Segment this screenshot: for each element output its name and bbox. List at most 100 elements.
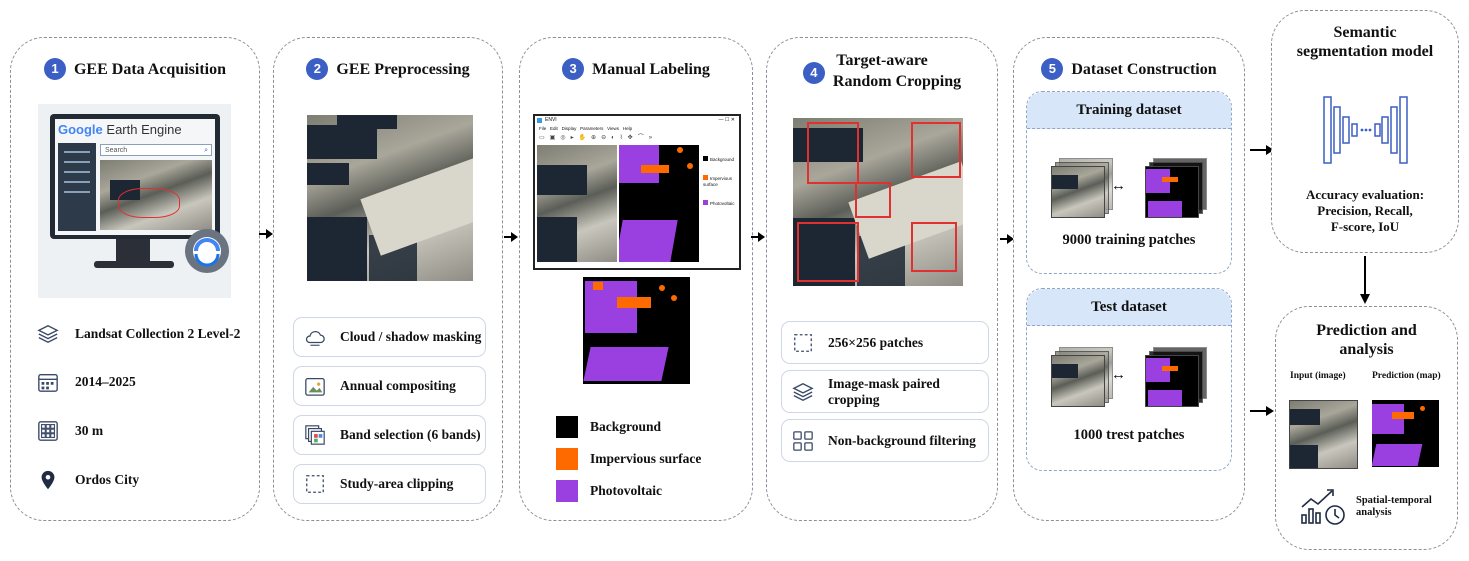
- training-dataset-header: Training dataset: [1027, 92, 1231, 129]
- crop-box: [807, 122, 859, 184]
- panel-title-line: Semantic: [1333, 24, 1397, 41]
- crop-box: [911, 222, 957, 272]
- step-number-badge: 1: [43, 58, 66, 80]
- dashed-square-icon: [794, 333, 812, 352]
- panel-title-line: Random Cropping: [832, 73, 962, 90]
- panel-dataset-construction: 5 Dataset Construction Training dataset ↔…: [1013, 37, 1245, 521]
- gee-logo: Google Earth Engine: [58, 122, 182, 137]
- spec-item-resolution: 30 m: [37, 420, 103, 442]
- panel-title: 3 Manual Labeling: [520, 58, 752, 80]
- prediction-map: [1372, 400, 1439, 467]
- panel-manual-labeling: 3 Manual Labeling ENVI— ☐ ✕ File Edit Dis…: [519, 37, 753, 521]
- crop-box: [911, 122, 961, 178]
- panel-title: Prediction and analysis: [1276, 321, 1457, 359]
- step-number-badge: 5: [1041, 58, 1064, 80]
- legend-swatch: [556, 480, 578, 502]
- test-caption: 1000 trest patches: [1073, 427, 1185, 443]
- panel-title: 2 GEE Preprocessing: [274, 58, 502, 80]
- panel-title: Semantic segmentation model: [1272, 23, 1458, 61]
- panel-title-text: Dataset Construction: [1071, 61, 1217, 78]
- flow-arrow-down: [1360, 256, 1370, 304]
- input-image-label: Input (image): [1290, 371, 1346, 381]
- unet-architecture-icon: [1323, 96, 1408, 164]
- training-caption: 9000 training patches: [1062, 232, 1196, 248]
- flow-arrow: [1250, 406, 1274, 416]
- legend-background: Background: [556, 416, 661, 438]
- panel-title: 1 GEE Data Acquisition: [11, 58, 259, 80]
- panel-prediction-analysis: Prediction and analysis Input (image) Pr…: [1275, 306, 1458, 550]
- legend-impervious: Impervious surface: [556, 448, 701, 470]
- crop-box: [797, 222, 859, 282]
- input-image: [1289, 400, 1358, 469]
- panel-title: 5 Dataset Construction: [1014, 58, 1244, 80]
- envi-image-view: [537, 145, 617, 262]
- panel-random-cropping: Target-aware 4Random Cropping 256×256 pa…: [766, 37, 998, 521]
- envi-mask-view: [619, 145, 699, 262]
- envi-toolbar: ▭▣◎▸✋⊕⊖◐⌇✥⌒»: [539, 135, 658, 141]
- legend-photovoltaic: Photovoltaic: [556, 480, 662, 502]
- grid-icon: [38, 421, 58, 441]
- search-icon: ⌕: [204, 147, 208, 154]
- gee-map-view: [100, 160, 212, 230]
- test-dataset-box: Test dataset ↔ 1000 trest patches: [1026, 288, 1232, 471]
- panel-title-line: segmentation model: [1296, 43, 1434, 60]
- step-background-filtering: Non-background filtering: [781, 419, 989, 462]
- panel-title-text: Manual Labeling: [592, 61, 710, 78]
- step-band-selection: Band selection (6 bands): [293, 415, 486, 455]
- panel-title: Target-aware 4Random Cropping: [767, 51, 997, 92]
- panel-title-text: GEE Preprocessing: [336, 61, 470, 78]
- menu-item[interactable]: Edit: [550, 126, 558, 131]
- step-number-badge: 3: [562, 58, 585, 80]
- step-paired-cropping: Image-mask paired cropping: [781, 370, 989, 413]
- step-patch-size: 256×256 patches: [781, 321, 989, 364]
- flow-arrow: [751, 232, 765, 242]
- step-cloud-masking: Cloud / shadow masking: [293, 317, 486, 357]
- gee-sidebar: [58, 143, 96, 231]
- panel-gee-data-acquisition: 1 GEE Data Acquisition Google Earth Engin…: [10, 37, 260, 521]
- accuracy-evaluation: Accuracy evaluation: Precision, Recall, …: [1305, 187, 1425, 234]
- prediction-map-label: Prediction (map): [1372, 371, 1441, 381]
- step-number-badge: 4: [802, 62, 825, 84]
- flow-arrow: [504, 232, 518, 242]
- cropping-image: [793, 118, 963, 286]
- label-mask: [583, 277, 690, 384]
- legend-swatch: [556, 416, 578, 438]
- dashed-square-icon: [306, 475, 324, 493]
- menu-item[interactable]: Views: [607, 126, 620, 131]
- step-number-badge: 2: [306, 58, 329, 80]
- calendar-icon: [38, 373, 58, 392]
- menu-item[interactable]: Display: [561, 126, 577, 131]
- spatial-temporal-analysis: Spatial-temporal analysis: [1356, 495, 1432, 518]
- panel-title-line: Prediction and: [1316, 322, 1417, 339]
- flow-arrow: [259, 229, 273, 239]
- crop-box: [855, 182, 891, 218]
- menu-item[interactable]: Help: [622, 126, 633, 131]
- pair-arrow: ↔: [1111, 178, 1126, 194]
- cloud-icon: [305, 331, 325, 346]
- spec-item-years: 2014–2025: [37, 371, 136, 393]
- panel-title-line: analysis: [1339, 341, 1394, 358]
- menu-item[interactable]: File: [539, 126, 547, 131]
- layers-icon: [792, 382, 814, 401]
- layers-icon: [37, 324, 59, 344]
- panel-segmentation-model: Semantic segmentation model Accuracy eva…: [1271, 10, 1459, 253]
- legend-swatch: [556, 448, 578, 470]
- menu-item[interactable]: Parameters: [580, 126, 604, 131]
- test-dataset-header: Test dataset: [1027, 289, 1231, 326]
- panel-title-text: GEE Data Acquisition: [73, 61, 227, 78]
- spec-item-collection: Landsat Collection 2 Level-2: [37, 323, 240, 345]
- band-stack-icon: [305, 425, 325, 445]
- panel-title-line: Target-aware: [836, 52, 928, 69]
- envi-window: ENVI— ☐ ✕ File Edit Display Parameters V…: [533, 114, 741, 270]
- envi-menu-bar: File Edit Display Parameters Views Help: [535, 125, 739, 133]
- preprocessed-image: [307, 115, 473, 281]
- training-dataset-box: Training dataset ↔ 9000 training patches: [1026, 91, 1232, 274]
- flow-arrow: [1000, 234, 1014, 244]
- gee-logo-icon: [185, 229, 229, 273]
- envi-title-bar: ENVI— ☐ ✕: [535, 116, 739, 125]
- flow-arrow: [1250, 145, 1274, 155]
- grid-icon: [793, 430, 813, 451]
- image-calendar-icon: [305, 378, 325, 396]
- panel-gee-preprocessing: 2 GEE Preprocessing Cloud / shadow maskin…: [273, 37, 503, 521]
- search-input[interactable]: Search⌕: [100, 144, 212, 156]
